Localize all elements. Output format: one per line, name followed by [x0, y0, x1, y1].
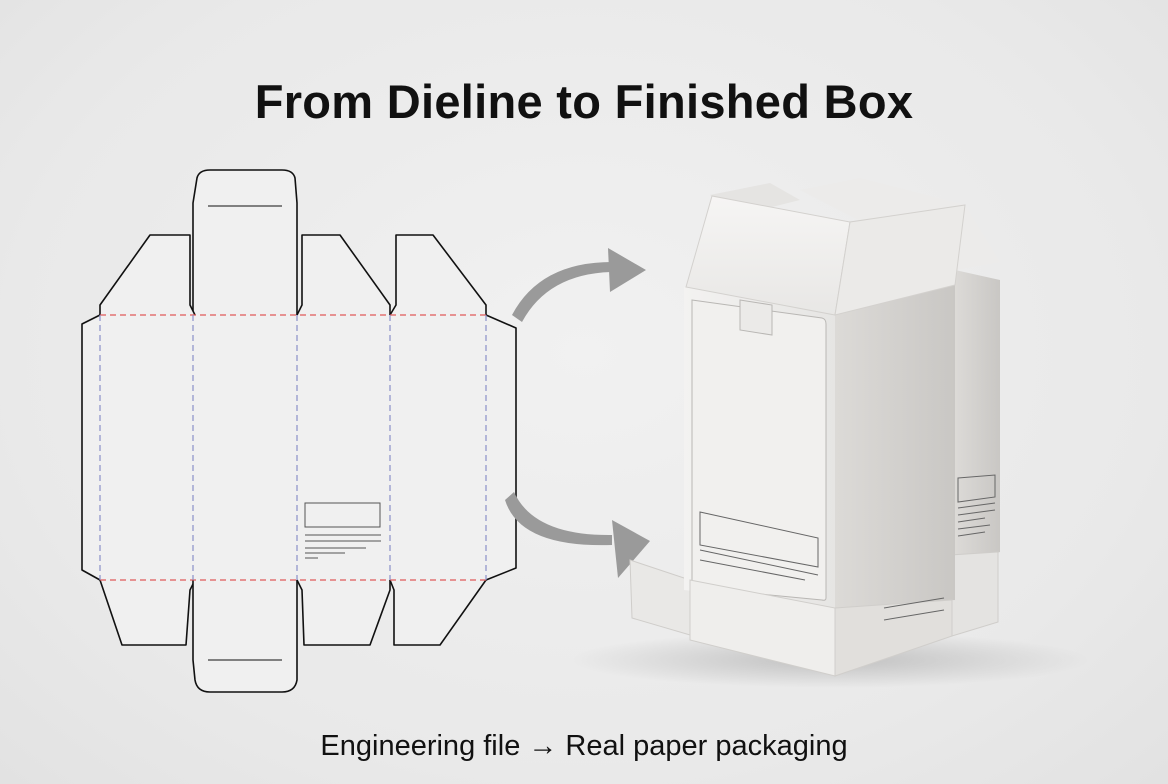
- top-dust-flap-middle: [296, 234, 391, 316]
- top-dust-flap-right: [389, 234, 487, 316]
- main-body: [100, 315, 486, 580]
- caption: Engineering file → Real paper packaging: [320, 730, 848, 762]
- curved-arrow-icon: [512, 248, 646, 322]
- finished-box: [570, 178, 1090, 688]
- dieline: [81, 169, 517, 693]
- dieline-label-area: [304, 502, 381, 559]
- page-title: From Dieline to Finished Box: [254, 75, 914, 128]
- bottom-tuck-flap: [192, 580, 298, 693]
- bottom-dust-flap-left: [99, 579, 196, 646]
- top-tuck-flap: [192, 169, 298, 315]
- top-dust-flap-left: [99, 234, 196, 316]
- glue-flap-left: [81, 314, 101, 581]
- fold-lines-vertical: [99, 315, 487, 580]
- bottom-dust-flap-middle: [296, 579, 391, 646]
- glue-flap-right: [485, 314, 517, 581]
- bottom-dust-flap-right: [389, 579, 487, 646]
- fold-lines-horizontal: [100, 314, 486, 581]
- curved-arrow-icon: [505, 492, 650, 578]
